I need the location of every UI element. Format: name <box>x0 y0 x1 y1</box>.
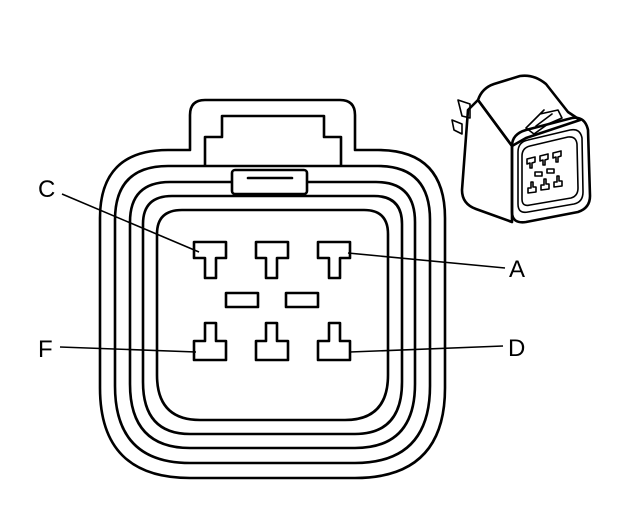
label-d: D <box>508 335 525 362</box>
key-slot-left <box>224 291 260 309</box>
connector-seal-ring-2 <box>128 180 417 450</box>
connector-seal-ring-1 <box>113 164 432 465</box>
iso-front-face <box>517 128 584 214</box>
iso-key-left <box>534 171 543 177</box>
terminal-f <box>192 321 228 362</box>
terminal-d <box>316 321 352 362</box>
label-f: F <box>38 336 53 363</box>
iso-terminal-bottom-2 <box>540 178 550 191</box>
label-a: A <box>509 256 525 283</box>
iso-terminal-top-3 <box>552 150 562 163</box>
leader-d <box>349 345 504 353</box>
label-c: C <box>38 176 55 203</box>
iso-terminal-top-1 <box>526 156 536 169</box>
terminal-a <box>316 240 352 280</box>
leader-f <box>59 346 197 353</box>
iso-front-inner <box>521 136 579 207</box>
connector-cavity <box>155 208 390 422</box>
leader-a <box>347 252 506 269</box>
terminal-e <box>254 321 290 362</box>
iso-rear-tab <box>451 99 471 135</box>
iso-terminal-bottom-1 <box>527 181 537 194</box>
leader-lines <box>59 193 506 353</box>
iso-key-right <box>546 168 555 174</box>
key-slot-right <box>284 291 320 309</box>
leader-c <box>61 193 200 253</box>
iso-latch <box>525 109 563 135</box>
connector-seal-ring-3 <box>141 194 404 436</box>
terminal-c <box>192 240 228 280</box>
iso-terminal-bottom-3 <box>553 175 563 188</box>
iso-terminal-top-2 <box>539 153 549 166</box>
iso-top <box>476 74 582 148</box>
connector-outer-shell <box>98 98 447 480</box>
connector-latch <box>230 168 309 196</box>
connector-top-tab <box>203 114 343 167</box>
terminal-b <box>254 240 290 280</box>
iso-front-frame <box>510 116 592 224</box>
connector-isometric-view <box>451 74 592 224</box>
connector-face <box>98 98 447 480</box>
